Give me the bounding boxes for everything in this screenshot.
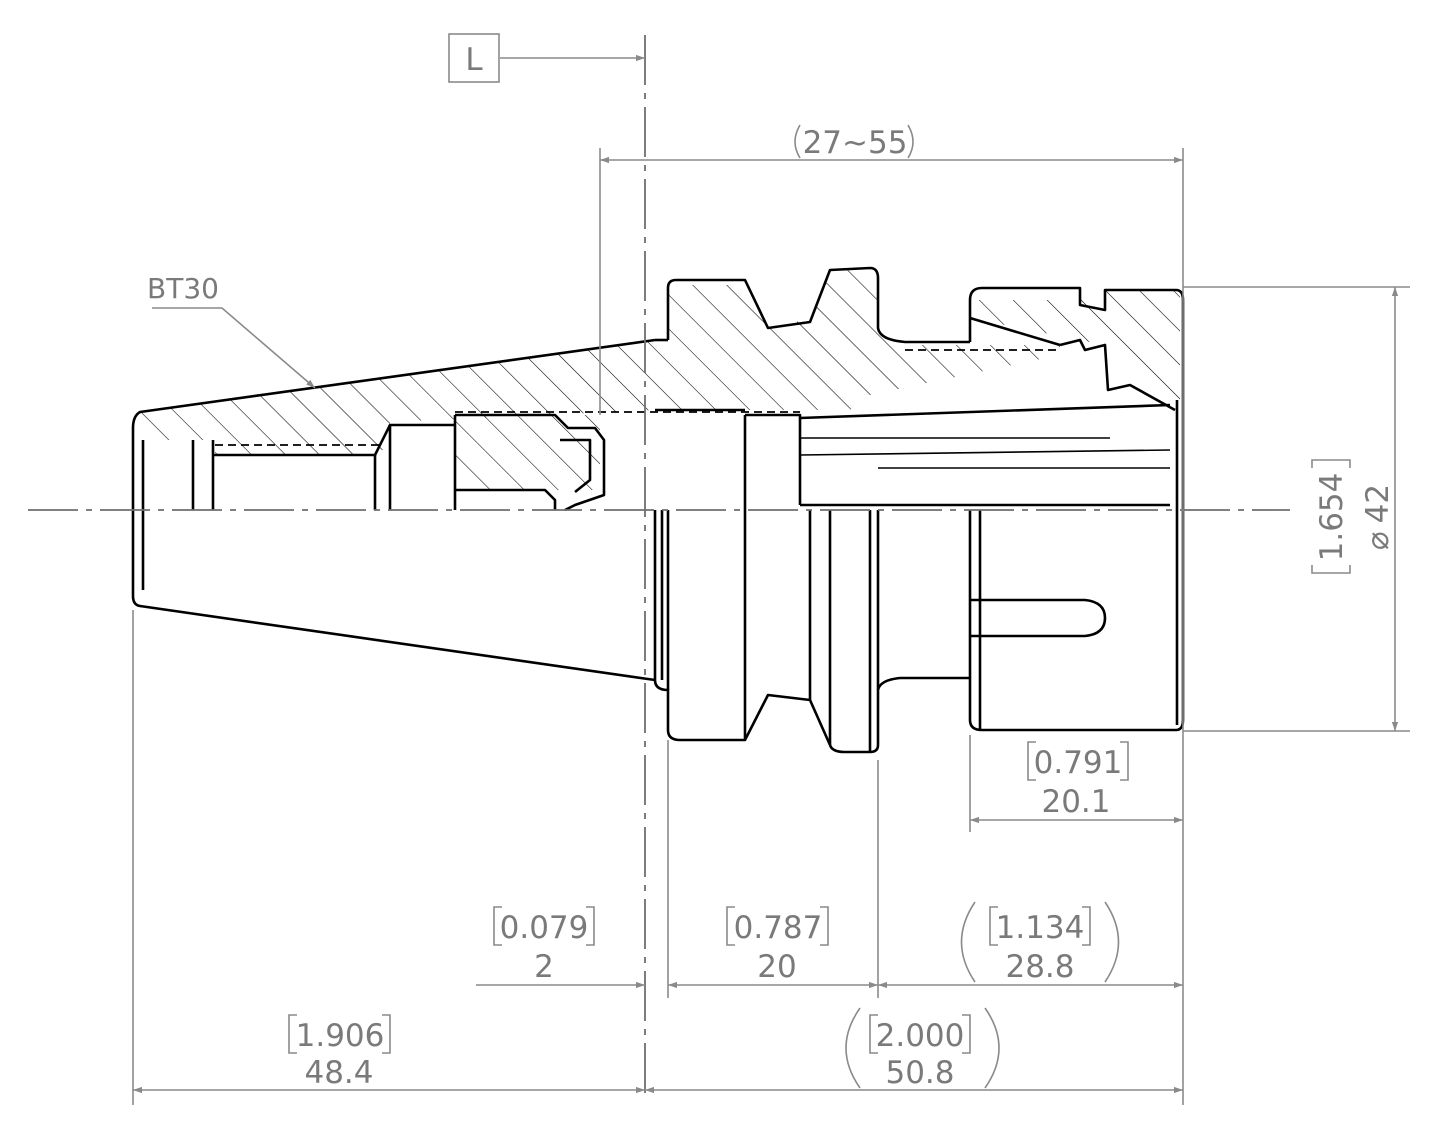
centerlines	[28, 35, 1290, 1100]
dim-diameter-inch: 1.654	[1314, 473, 1350, 562]
dim-body-inch: 1.134	[996, 910, 1085, 946]
hidden-lines	[215, 349, 1112, 506]
dim-body-mm: 28.8	[1005, 949, 1074, 985]
datum-box	[448, 33, 500, 83]
dim-flange-inch: 0.787	[734, 910, 823, 946]
diameter-icon: ⌀	[1360, 531, 1396, 550]
dim-taper-inch: 1.906	[296, 1018, 385, 1054]
dim-gap-mm: 2	[534, 949, 554, 985]
dim-taper-mm: 48.4	[304, 1055, 373, 1091]
dim-nut-length-mm: 20.1	[1041, 784, 1110, 820]
dimension-brackets	[288, 124, 1351, 1089]
section-hatching	[140, 270, 1180, 490]
dim-diameter-mm-group: ⌀ 42	[1360, 484, 1396, 550]
dim-flange-mm: 20	[757, 949, 796, 985]
dim-diameter-mm: 42	[1360, 484, 1396, 523]
dim-projection-range: 27~55	[803, 125, 908, 161]
dim-gap-inch: 0.079	[500, 910, 589, 946]
dim-total-inch: 2.000	[876, 1018, 965, 1054]
dimension-lines	[132, 54, 1410, 1105]
datum-label: L	[465, 42, 483, 78]
part-label: BT30	[147, 272, 219, 305]
dim-nut-length-inch: 0.791	[1034, 745, 1123, 781]
dim-total-mm: 50.8	[885, 1055, 954, 1091]
annotations: L BT30 27~55 0.791 20.1 0.079 2 0.787 20…	[147, 42, 1396, 1091]
